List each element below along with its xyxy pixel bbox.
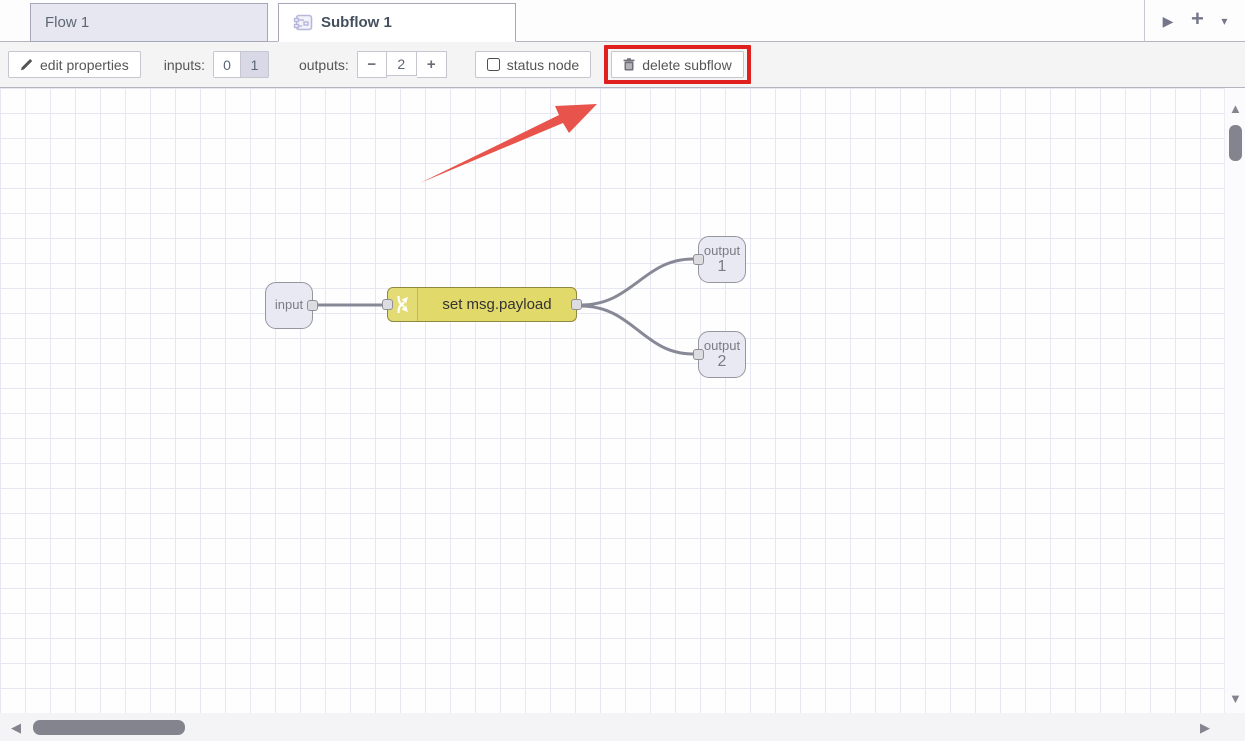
shuffle-icon	[394, 295, 411, 314]
status-node-button[interactable]: status node	[474, 51, 592, 78]
tab-flow-1[interactable]: Flow 1	[30, 3, 268, 42]
outputs-decrease-button[interactable]: −	[356, 51, 387, 78]
subflow-input-port[interactable]	[307, 300, 318, 311]
flow-canvas[interactable]: input set msg.payload output 1 output 2	[0, 88, 1224, 713]
subflow-input-node[interactable]: input	[265, 282, 318, 329]
outputs-increase-button[interactable]: +	[416, 51, 447, 78]
outputs-label: outputs:	[298, 56, 349, 73]
inputs-label: inputs:	[163, 56, 205, 73]
scroll-tabs-right-icon[interactable]: ▶	[1162, 12, 1174, 29]
delete-subflow-label: delete subflow	[642, 56, 732, 73]
subflow-output-1-node[interactable]: output 1	[693, 236, 746, 283]
inputs-option-0[interactable]: 0	[212, 51, 241, 78]
subflow-output-1-number: 1	[717, 257, 727, 275]
subflow-output-2-label: output	[703, 337, 741, 353]
subflow-input-label: input	[274, 297, 304, 313]
change-node[interactable]: set msg.payload	[382, 287, 582, 322]
subflow-output-2-port[interactable]	[693, 349, 704, 360]
edit-properties-label: edit properties	[40, 56, 129, 73]
outputs-stepper: − 2 +	[356, 51, 447, 78]
subflow-toolbar: edit properties inputs: 0 1 outputs: − 2…	[0, 42, 1245, 88]
vertical-scrollbar[interactable]: ▲ ▼	[1224, 88, 1245, 713]
flow-list-chevron-down-icon[interactable]: ▾	[1221, 13, 1228, 28]
outputs-value: 2	[386, 51, 417, 76]
add-flow-icon[interactable]: +	[1190, 6, 1204, 31]
workspace-tab-bar: Flow 1 Subflow 1 ▶ + ▾	[0, 0, 1245, 42]
tab-subflow-1[interactable]: Subflow 1	[278, 3, 516, 42]
delete-subflow-highlight-box: delete subflow	[604, 45, 751, 84]
subflow-output-2-node[interactable]: output 2	[693, 331, 746, 378]
inputs-toggle-group: 0 1	[212, 51, 269, 78]
scroll-up-icon[interactable]: ▲	[1229, 101, 1242, 116]
red-annotation-arrow	[420, 104, 597, 183]
horizontal-scrollbar-thumb[interactable]	[33, 720, 185, 735]
tab-bar-controls: ▶ + ▾	[1144, 0, 1245, 41]
subflow-output-2-number: 2	[717, 352, 727, 370]
wire-change-to-output1[interactable]	[579, 257, 695, 307]
pencil-icon	[20, 58, 33, 71]
change-node-icon-box	[388, 288, 418, 321]
status-node-label: status node	[506, 56, 580, 73]
vertical-scrollbar-thumb[interactable]	[1229, 125, 1242, 161]
scroll-left-icon[interactable]: ◀	[11, 720, 21, 735]
subflow-icon	[293, 14, 313, 31]
trash-icon	[623, 58, 635, 71]
inputs-option-1[interactable]: 1	[240, 51, 269, 78]
horizontal-scrollbar[interactable]: ◀ ▶	[0, 713, 1245, 741]
change-node-output-port[interactable]	[571, 299, 582, 310]
edit-properties-button[interactable]: edit properties	[8, 51, 141, 78]
change-node-input-port[interactable]	[382, 299, 393, 310]
subflow-output-1-label: output	[703, 242, 741, 258]
subflow-output-1-port[interactable]	[693, 254, 704, 265]
tab-flow-1-label: Flow 1	[45, 14, 90, 31]
change-node-label: set msg.payload	[442, 296, 552, 313]
tab-subflow-1-label: Subflow 1	[321, 14, 392, 31]
scroll-down-icon[interactable]: ▼	[1229, 691, 1242, 706]
delete-subflow-button[interactable]: delete subflow	[611, 51, 744, 78]
scroll-right-icon[interactable]: ▶	[1200, 720, 1210, 735]
status-node-checkbox[interactable]	[486, 58, 500, 71]
wire-change-to-output2[interactable]	[579, 304, 695, 356]
